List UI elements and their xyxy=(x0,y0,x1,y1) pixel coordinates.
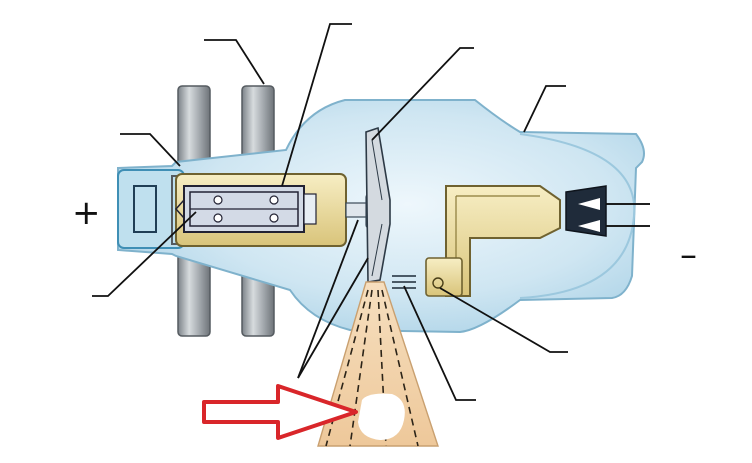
cathode-sign: – xyxy=(680,235,697,275)
leader-lines xyxy=(92,23,650,401)
anode-sign: + xyxy=(72,193,101,233)
anode-disc xyxy=(365,126,391,283)
cathode-assembly xyxy=(425,185,650,297)
anode-neck xyxy=(117,169,185,249)
window-mark xyxy=(358,393,405,440)
pointer-arrow-icon xyxy=(202,384,358,440)
